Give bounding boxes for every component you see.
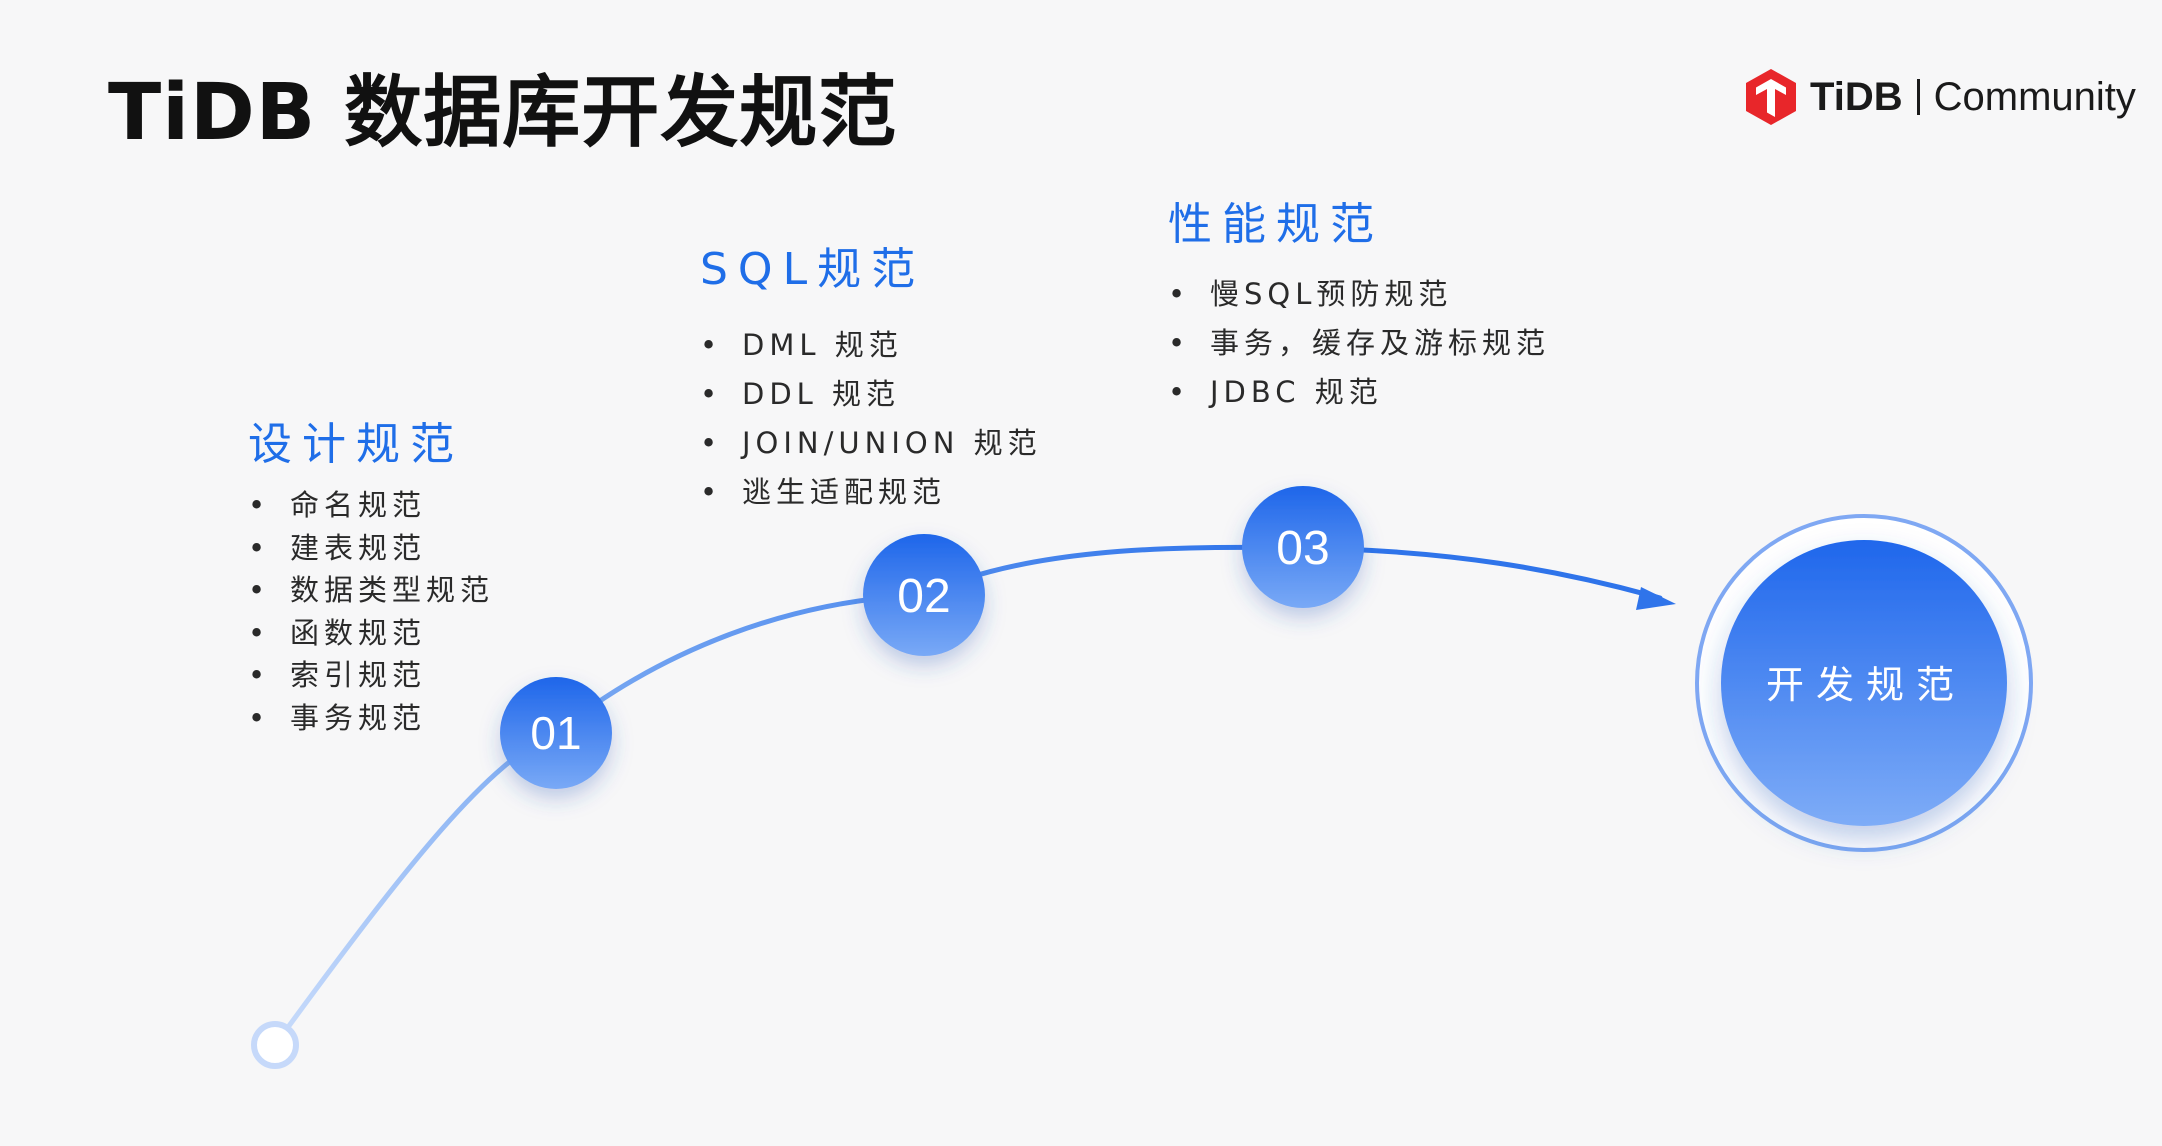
arrow-head-icon: [1636, 587, 1676, 610]
goal-node: [1721, 540, 2007, 826]
step-node-03: [1242, 486, 1364, 608]
list-item: 事务规范: [248, 697, 494, 740]
step-node-02: [863, 534, 985, 656]
list-item: 数据类型规范: [248, 569, 494, 612]
list-item: 命名规范: [248, 484, 494, 527]
design-spec-heading: 设计规范: [248, 419, 464, 470]
list-item: 建表规范: [248, 527, 494, 570]
step-number-01: 01: [530, 707, 581, 759]
list-item: DML 规范: [700, 321, 1042, 370]
sql-spec-heading: SQL规范: [700, 244, 926, 295]
step-node-01: [500, 677, 612, 789]
step-number-03: 03: [1276, 522, 1329, 575]
list-item: 函数规范: [248, 612, 494, 655]
performance-spec-heading: 性能规范: [1168, 199, 1384, 250]
tidb-cube-logo-icon: [1746, 69, 1796, 125]
list-item: 逃生适配规范: [700, 468, 1042, 517]
list-item: 慢SQL预防规范: [1168, 270, 1550, 319]
logo-brand-text: TiDB: [1810, 74, 1903, 119]
list-item: DDL 规范: [700, 370, 1042, 419]
sql-spec-list: DML 规范 DDL 规范 JOIN/UNION 规范 逃生适配规范: [700, 321, 1042, 517]
goal-label: 开发规范: [1766, 663, 1966, 707]
list-item: JOIN/UNION 规范: [700, 419, 1042, 468]
logo-community-text: Community: [1933, 74, 2136, 119]
page-title: TiDB 数据库开发规范: [108, 68, 898, 158]
list-item: 事务，缓存及游标规范: [1168, 319, 1550, 368]
step-number-02: 02: [897, 570, 950, 623]
design-spec-list: 命名规范 建表规范 数据类型规范 函数规范 索引规范 事务规范: [248, 484, 494, 739]
performance-spec-list: 慢SQL预防规范 事务，缓存及游标规范 JDBC 规范: [1168, 270, 1550, 417]
tidb-community-logo: TiDB Community: [1744, 62, 2136, 132]
start-point-marker: [251, 1021, 299, 1069]
list-item: JDBC 规范: [1168, 368, 1550, 417]
list-item: 索引规范: [248, 654, 494, 697]
logo-divider: [1916, 79, 1920, 115]
